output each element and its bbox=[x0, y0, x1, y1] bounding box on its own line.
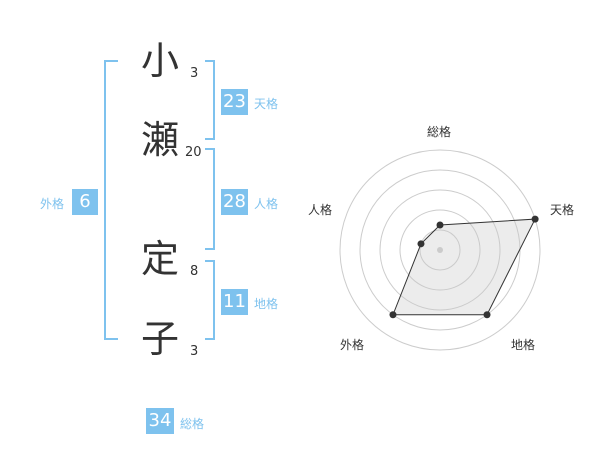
name-char-4: 子 bbox=[141, 317, 180, 361]
radar-label-jinkaku: 人格 bbox=[308, 203, 333, 217]
chikaku-label: 地格 bbox=[254, 297, 279, 311]
radar-point-soukaku bbox=[436, 221, 444, 229]
radar-label-chikaku: 地格 bbox=[511, 338, 536, 352]
chikaku-value: 11 bbox=[221, 289, 248, 315]
radar-point-tenkaku bbox=[531, 215, 539, 223]
stroke-count-4: 3 bbox=[190, 344, 199, 359]
soukaku-value: 34 bbox=[146, 408, 174, 434]
stroke-count-1: 3 bbox=[190, 66, 199, 81]
name-char-2: 瀬 bbox=[141, 118, 180, 162]
radar-label-gaikaku: 外格 bbox=[340, 338, 365, 352]
stroke-count-3: 8 bbox=[190, 264, 199, 279]
radar-point-gaikaku bbox=[389, 311, 397, 319]
radar-point-jinkaku bbox=[417, 240, 425, 248]
radar-label-tenkaku: 天格 bbox=[550, 203, 575, 217]
soukaku-label: 総格 bbox=[180, 417, 205, 431]
radar-point-chikaku bbox=[483, 311, 491, 319]
gaikaku-label: 外格 bbox=[40, 197, 65, 211]
tenkaku-label: 天格 bbox=[254, 97, 279, 111]
name-char-1: 小 bbox=[141, 39, 180, 83]
stroke-count-2: 20 bbox=[185, 145, 202, 160]
radar-label-soukaku: 総格 bbox=[427, 125, 452, 139]
tenkaku-value: 23 bbox=[221, 89, 248, 115]
radar-points bbox=[389, 215, 539, 319]
name-char-3: 定 bbox=[141, 237, 180, 281]
gaikaku-value: 6 bbox=[72, 189, 98, 215]
jinkaku-label: 人格 bbox=[254, 197, 279, 211]
radar-polygon bbox=[392, 218, 536, 316]
jinkaku-value: 28 bbox=[221, 189, 248, 215]
radar-rings bbox=[339, 149, 541, 351]
